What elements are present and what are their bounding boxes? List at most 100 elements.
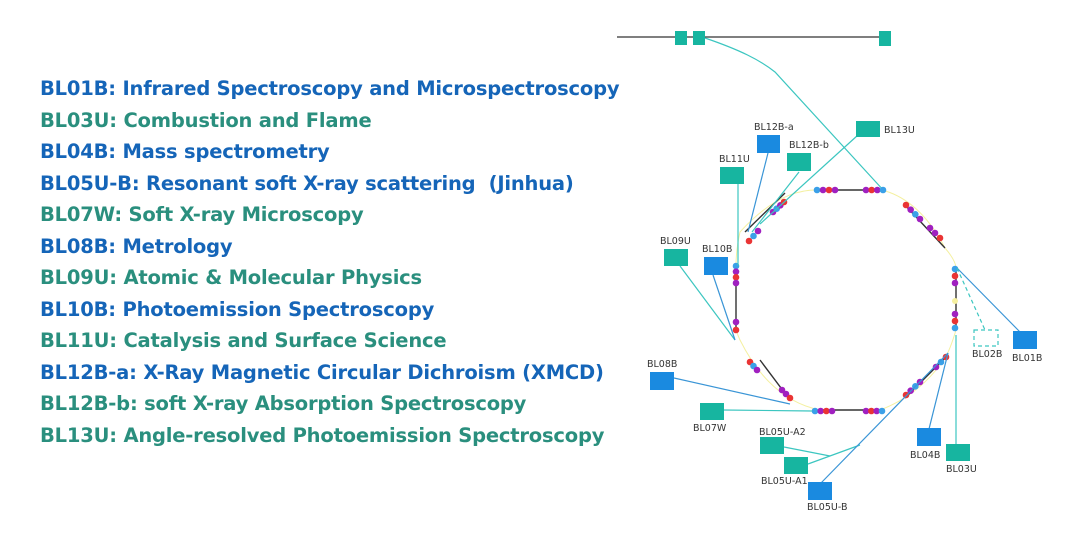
ring-magnet [745,237,753,245]
ring-straight-section [744,192,786,233]
ring-magnet [862,407,870,415]
station-box[interactable] [917,428,941,446]
line-bl02b [956,267,986,331]
station-box[interactable] [1013,331,1037,349]
ring-magnet [782,390,790,398]
station-box[interactable] [704,257,728,275]
station-box[interactable] [784,457,808,474]
station-bl03u[interactable]: BL03U [946,444,977,475]
ring-magnet [732,268,740,275]
station-bl01b[interactable]: BL01B [1012,331,1042,364]
station-box[interactable] [757,135,780,153]
line-bl09u [679,265,736,341]
ring-magnet [931,229,939,237]
station-bl09u[interactable]: BL09U [660,236,691,266]
station-label: BL05U-A2 [759,427,806,438]
station-label: BL10B [702,244,732,255]
station-box[interactable] [760,437,784,454]
line-bl05u-a2 [783,446,831,457]
ring-magnet [819,186,827,194]
station-label: BL03U [946,464,977,475]
station-label: BL04B [910,450,940,461]
ring-magnet [862,186,870,194]
ring-magnet [936,234,944,242]
ring-magnet [732,318,740,326]
injection-transport-line [704,37,886,193]
ring-magnet [813,186,821,194]
ring-magnet [778,386,786,394]
ring-magnet [874,186,881,194]
ring-magnet [873,407,880,415]
ring-magnet [825,186,833,194]
legend-item-bl13u: BL13U: Angle-resolved Photoemission Spec… [40,423,605,447]
station-box[interactable] [808,482,832,500]
ring-magnet [951,324,959,332]
station-label: BL12B-b [789,140,829,151]
ring-magnet [811,407,819,415]
ring-magnet [912,211,919,218]
ring-magnet [732,274,740,281]
station-bl10b[interactable]: BL10B [702,244,732,275]
injection-magnet-1 [675,31,687,45]
ring-magnet [916,215,924,223]
station-label: BL09U [660,236,691,247]
legend-item-bl12b-a: BL12B-a: X-Ray Magnetic Circular Dichroi… [40,360,604,384]
station-box[interactable] [946,444,970,461]
ring-magnet [754,227,762,235]
station-bl04b[interactable]: BL04B [910,428,941,461]
line-bl12b-a [747,152,769,233]
ring-magnet [753,366,761,374]
station-bl12b-b[interactable]: BL12B-b [787,140,829,171]
legend-item-bl03u: BL03U: Combustion and Flame [40,108,372,132]
ring-magnet [878,407,886,415]
line-bl05u-b [820,352,949,484]
ring-magnet [951,310,959,318]
station-label: BL05U-B [807,502,847,513]
beamline-legend: BL01B: Infrared Spectroscopy and Microsp… [40,73,620,451]
ring-segments [735,189,957,411]
legend-item-bl04b: BL04B: Mass spectrometry [40,140,330,163]
station-bl12b-a[interactable]: BL12B-a [754,122,794,153]
station-bl05u-a1[interactable]: BL05U-A1 [761,457,808,487]
station-box[interactable] [700,403,724,420]
station-bl13u[interactable]: BL13U [856,121,915,137]
station-bl08b[interactable]: BL08B [647,359,677,390]
ring-magnet [732,279,740,287]
station-bl11u[interactable]: BL11U [719,154,750,184]
station-box[interactable] [650,372,674,390]
legend-item-bl10b: BL10B: Photoemission Spectroscopy [40,297,435,321]
station-bl05u-b[interactable]: BL05U-B [807,482,847,513]
station-box[interactable] [856,121,880,137]
line-bl13u [759,134,859,225]
beamline-stations: BL12B-a BL12B-b BL13U BL11U BL09U BL10B … [647,121,1042,513]
ring-magnet [786,394,794,402]
ring-magnet [902,201,910,209]
station-bl02b[interactable]: BL02B [972,329,1002,360]
line-bl05u-a1 [807,444,861,465]
station-label: BL12B-a [754,122,794,133]
ring-magnet [907,206,914,213]
line-bl08b [673,377,791,405]
station-box-planned[interactable] [973,329,999,347]
legend-item-bl07w: BL07W: Soft X-ray Microscopy [40,203,364,226]
ring-magnet [817,407,824,415]
station-bl07w[interactable]: BL07W [693,403,727,434]
ring-marker [952,298,958,304]
line-bl04b [928,352,949,430]
injection-magnet-3 [879,31,891,46]
ring-magnet [828,407,836,415]
ring-magnet [902,391,910,399]
station-label: BL05U-A1 [761,476,808,487]
station-label: BL01B [1012,353,1042,364]
station-box[interactable] [664,249,688,266]
line-bl01b [956,267,1021,333]
ring-magnet [868,407,875,415]
station-label: BL07W [693,423,727,434]
station-box[interactable] [720,167,744,184]
station-box[interactable] [787,153,811,171]
beamline-lines [673,134,1021,484]
station-label: BL08B [647,359,677,370]
ring-magnet [926,224,934,232]
ring-magnet [868,186,875,194]
station-bl05u-a2[interactable]: BL05U-A2 [759,427,806,454]
